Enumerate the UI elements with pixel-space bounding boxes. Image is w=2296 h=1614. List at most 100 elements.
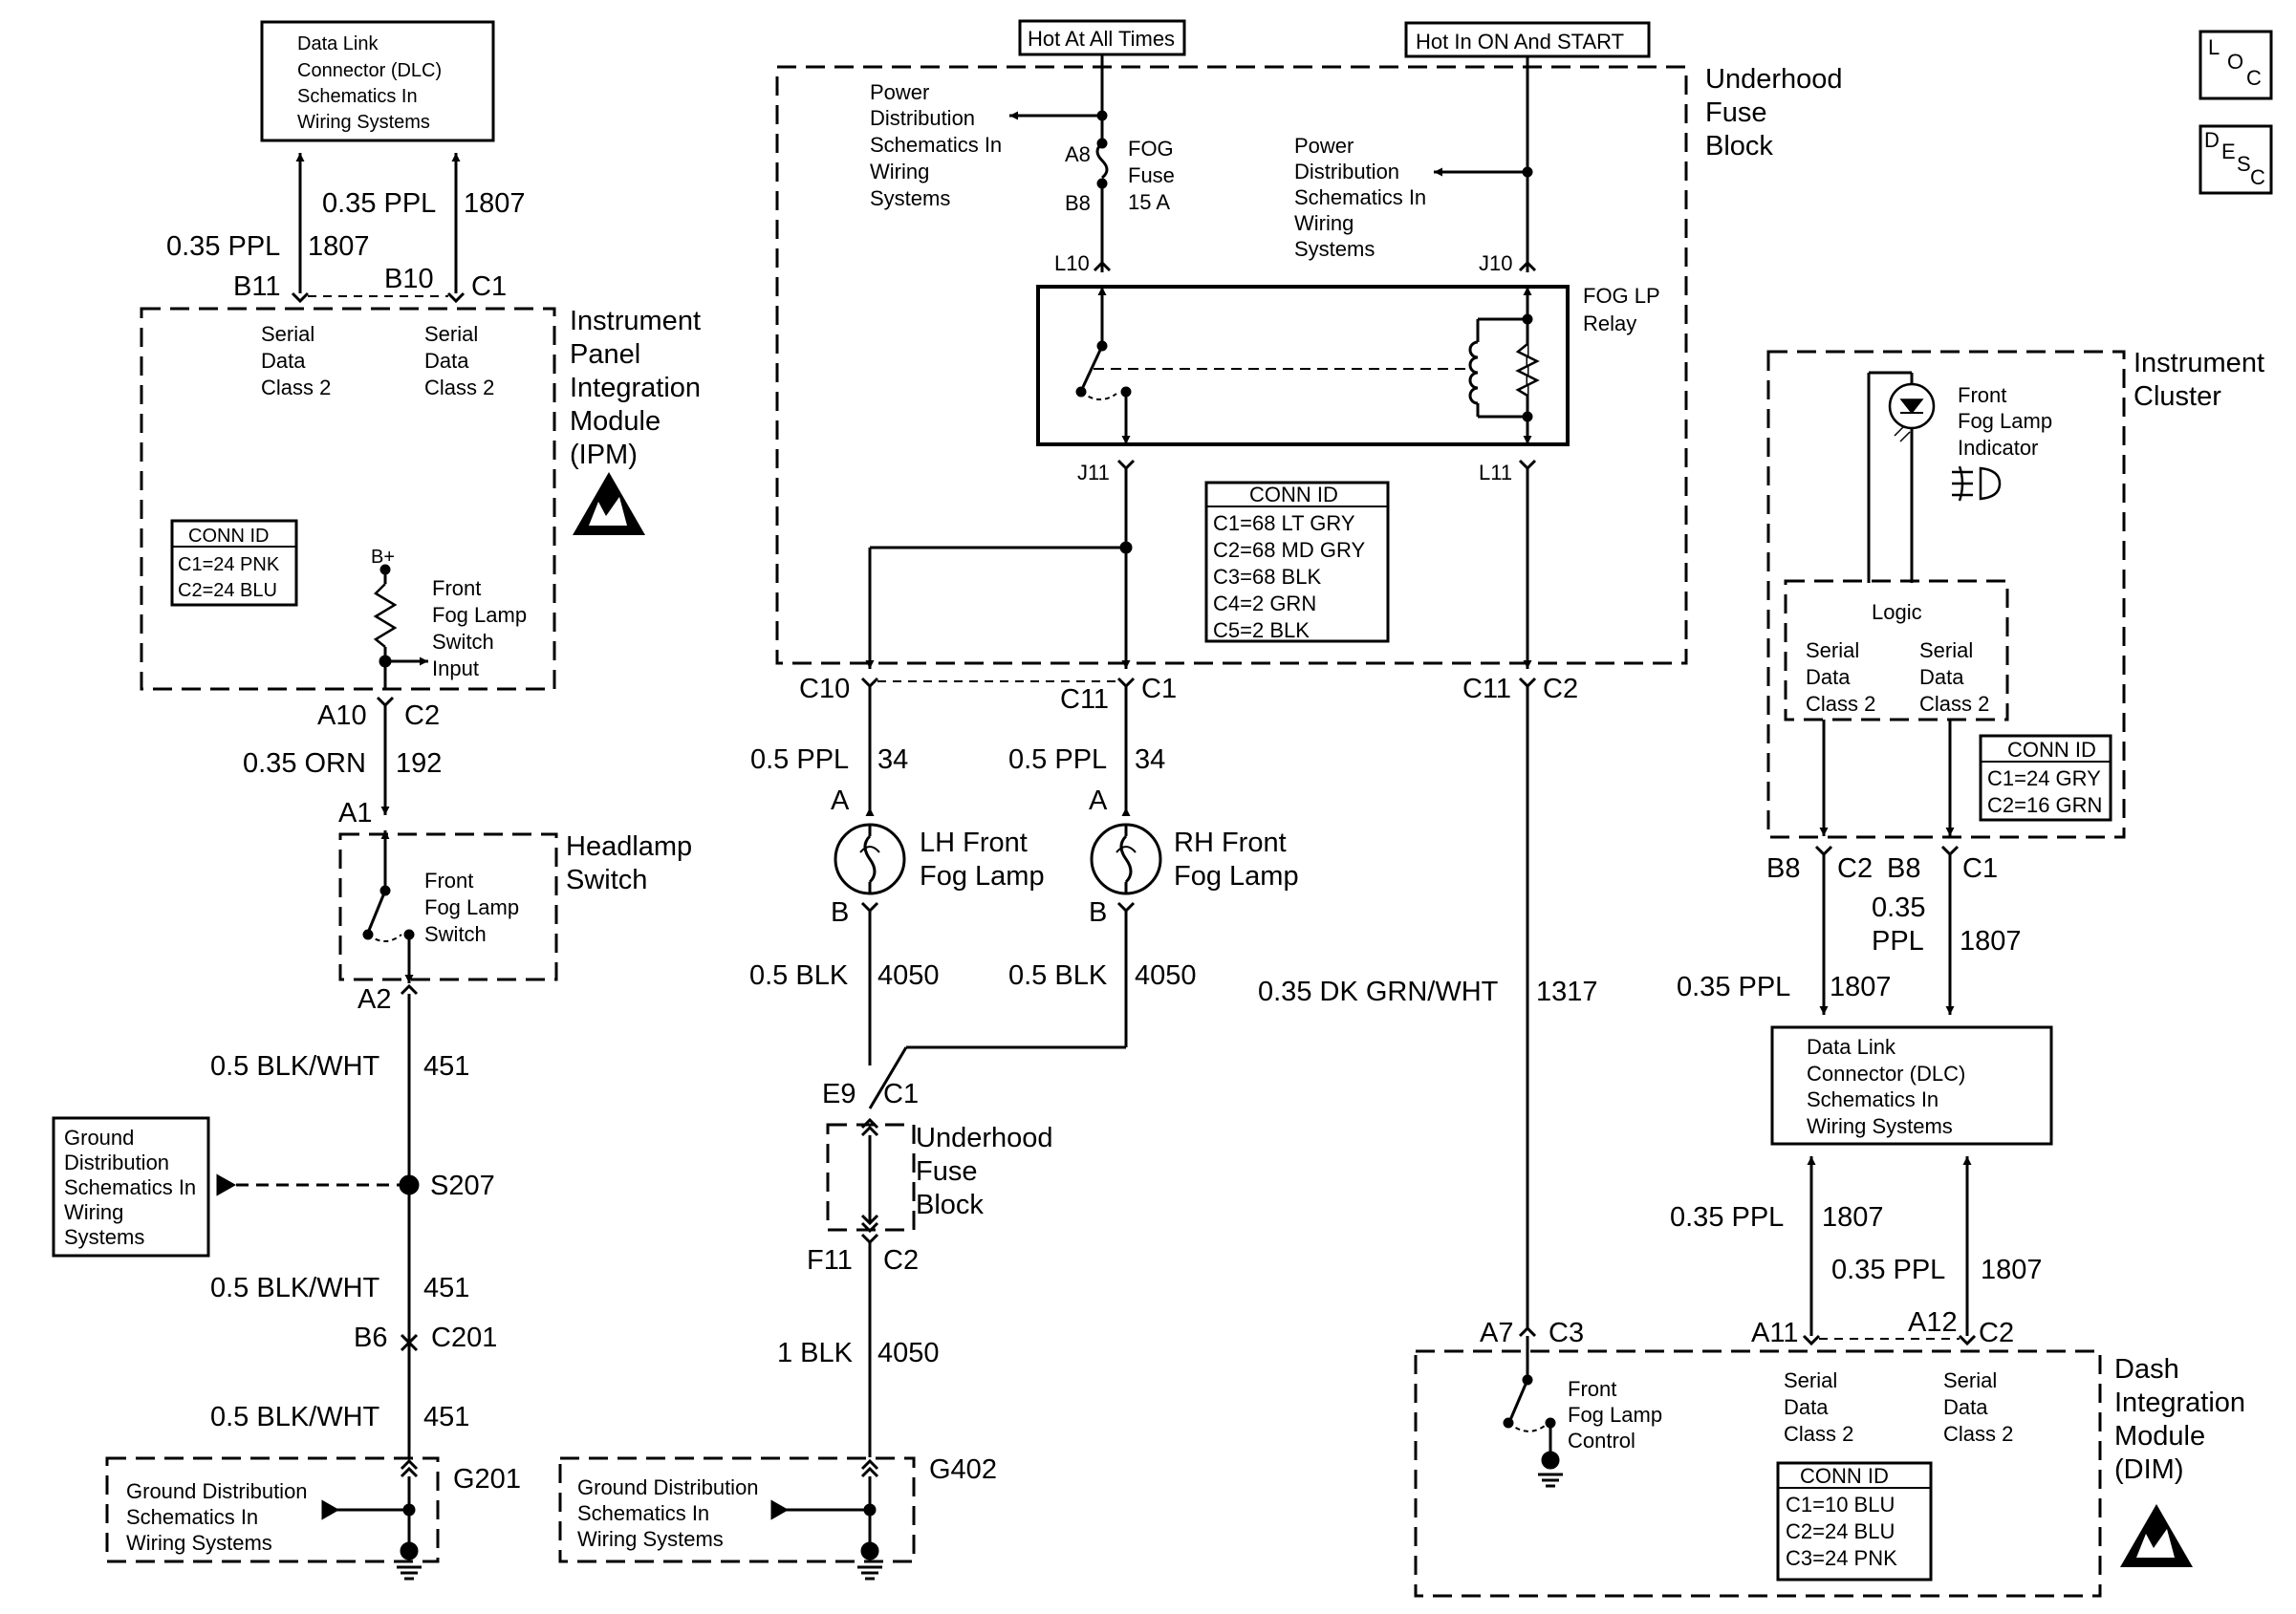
pin-b11: B11: [233, 271, 280, 302]
wire-34-circuit-lh: 34: [877, 744, 908, 775]
pin-b-rh: B: [1089, 897, 1107, 928]
ic-conn-id-box: [1979, 734, 2112, 822]
wire-451-gauge-1: 0.5 BLK/WHT: [210, 1051, 380, 1082]
ic-title-1: Instrument: [2134, 348, 2264, 378]
pwr-dist-right-3: Schematics In: [1294, 185, 1426, 209]
gnd-g201-3: Wiring Systems: [126, 1531, 272, 1555]
wire-b10-circuit: 1807: [464, 188, 526, 219]
dlc-top-line1: Data Link: [297, 33, 379, 54]
pin-a-lh: A: [831, 785, 850, 816]
desc-letter-d: D: [2204, 128, 2220, 152]
ufb-conn-c4: C4=2 GRN: [1213, 592, 1316, 615]
desc-letter-s: S: [2237, 152, 2251, 176]
wire-451-gauge-2: 0.5 BLK/WHT: [210, 1273, 380, 1303]
desc-icon[interactable]: [2199, 124, 2273, 195]
sd-left-2: Data: [261, 349, 306, 373]
hot-on-start: Hot In ON And START: [1416, 30, 1624, 54]
wire-451-gauge-3: 0.5 BLK/WHT: [210, 1402, 380, 1432]
ipm-conn-c1: C1=24 PNK: [178, 554, 280, 575]
conn-c3-dim: C3: [1549, 1318, 1584, 1348]
wire-b11-gauge: 0.35 PPL: [166, 231, 280, 262]
sd-right-3: Class 2: [424, 376, 494, 399]
lh-lamp-2: Fog Lamp: [920, 861, 1045, 892]
pin-c10: C10: [799, 674, 850, 704]
ipm-input-3: Switch: [432, 630, 494, 654]
loc-letter-c: C: [2246, 66, 2262, 90]
esd-warning-icon-dim: [2120, 1504, 2193, 1567]
headlamp-title-2: Switch: [566, 865, 647, 895]
lh-lamp-1: LH Front: [920, 828, 1028, 858]
ic-sd-left-3: Class 2: [1806, 692, 1875, 716]
wire-192-gauge: 0.35 ORN: [243, 748, 366, 779]
pin-b6: B6: [354, 1323, 387, 1353]
headlamp-switch-box: [338, 832, 558, 981]
loc-icon[interactable]: [2199, 30, 2273, 100]
underhood-title-1: Underhood: [1705, 64, 1843, 95]
wire-ppl: PPL: [1872, 926, 1924, 957]
ufb-conn-c2: C2=68 MD GRY: [1213, 538, 1365, 562]
ic-sd-left-1: Serial: [1806, 638, 1859, 662]
underhood-small-2: Fuse: [916, 1156, 977, 1187]
wire-035ppl-dim-left: 0.35 PPL: [1670, 1202, 1784, 1233]
ic-indicator-3: Indicator: [1958, 436, 2038, 460]
pwr-dist-right-4: Wiring: [1294, 211, 1354, 235]
dim-box: [1414, 1349, 2102, 1598]
ipm-title-1: Instrument: [570, 306, 701, 336]
dim-sd-left-3: Class 2: [1784, 1422, 1853, 1446]
pin-a2: A2: [357, 984, 391, 1015]
wire-035ppl-ic-left: 0.35 PPL: [1677, 972, 1790, 1002]
wire-192-circuit: 192: [396, 748, 442, 779]
fuse-label-3: 15 A: [1128, 190, 1170, 214]
ic-conn-hdr: CONN ID: [2007, 738, 2096, 762]
ground-dist-box-left: [52, 1116, 210, 1258]
dim-sd-right-3: Class 2: [1943, 1422, 2013, 1446]
conn-c2-ipm: C2: [404, 700, 440, 731]
conn-c1-ufb: C1: [1141, 674, 1177, 704]
underhood-title-3: Block: [1705, 131, 1773, 161]
pin-b8-ic-c1: B8: [1887, 853, 1920, 884]
wire-1807-ic-left: 1807: [1830, 972, 1892, 1002]
conn-c2-f11: C2: [883, 1245, 919, 1276]
loc-letter-l: L: [2208, 35, 2220, 59]
ufb-conn-c5: C5=2 BLK: [1213, 618, 1310, 642]
dim-sd-right-2: Data: [1943, 1395, 1988, 1419]
conn-c1-ipm: C1: [471, 271, 507, 302]
dim-sd-right-1: Serial: [1943, 1368, 1997, 1392]
hl-switch-1: Front: [424, 869, 473, 893]
sd-right-2: Data: [424, 349, 469, 373]
wire-035: 0.35: [1872, 893, 1925, 923]
wire-4050-circuit-rh: 4050: [1135, 960, 1197, 991]
dlc-top-box: [260, 20, 495, 142]
ground-box-g201: [105, 1456, 440, 1563]
pin-a11: A11: [1751, 1318, 1798, 1348]
gnd-dist-2: Distribution: [64, 1151, 169, 1174]
dim-sd-left-1: Serial: [1784, 1368, 1837, 1392]
conn-c2-ic: C2: [1837, 853, 1873, 884]
wire-451-circuit-1: 451: [423, 1051, 469, 1082]
ic-sd-right-1: Serial: [1919, 638, 1973, 662]
pwr-dist-left-5: Systems: [870, 186, 950, 210]
wire-1317-circuit: 1317: [1536, 977, 1598, 1007]
gnd-g402-1: Ground Distribution: [577, 1475, 759, 1499]
ic-sd-left-2: Data: [1806, 665, 1851, 689]
hl-switch-2: Fog Lamp: [424, 895, 519, 919]
pin-a12: A12: [1908, 1307, 1958, 1338]
ic-conn-c1: C1=24 GRY: [1987, 766, 2101, 790]
gnd-g201-2: Schematics In: [126, 1505, 258, 1529]
pin-b8-fuse: B8: [1065, 191, 1091, 215]
desc-letter-c: C: [2250, 165, 2265, 189]
pin-a-rh: A: [1089, 785, 1108, 816]
pwr-dist-right-5: Systems: [1294, 237, 1375, 261]
conn-c1-e9: C1: [883, 1079, 919, 1109]
ic-indicator-1: Front: [1958, 383, 2006, 407]
pwr-dist-left-4: Wiring: [870, 160, 929, 183]
ipm-box: [140, 307, 556, 691]
ic-logic: Logic: [1872, 600, 1922, 624]
dim-sd-left-2: Data: [1784, 1395, 1829, 1419]
gnd-dist-3: Schematics In: [64, 1175, 196, 1199]
ipm-input-2: Fog Lamp: [432, 603, 527, 627]
dlc-top-line3: Schematics In: [297, 86, 418, 107]
sd-left-3: Class 2: [261, 376, 331, 399]
pin-l11: L11: [1479, 461, 1512, 484]
